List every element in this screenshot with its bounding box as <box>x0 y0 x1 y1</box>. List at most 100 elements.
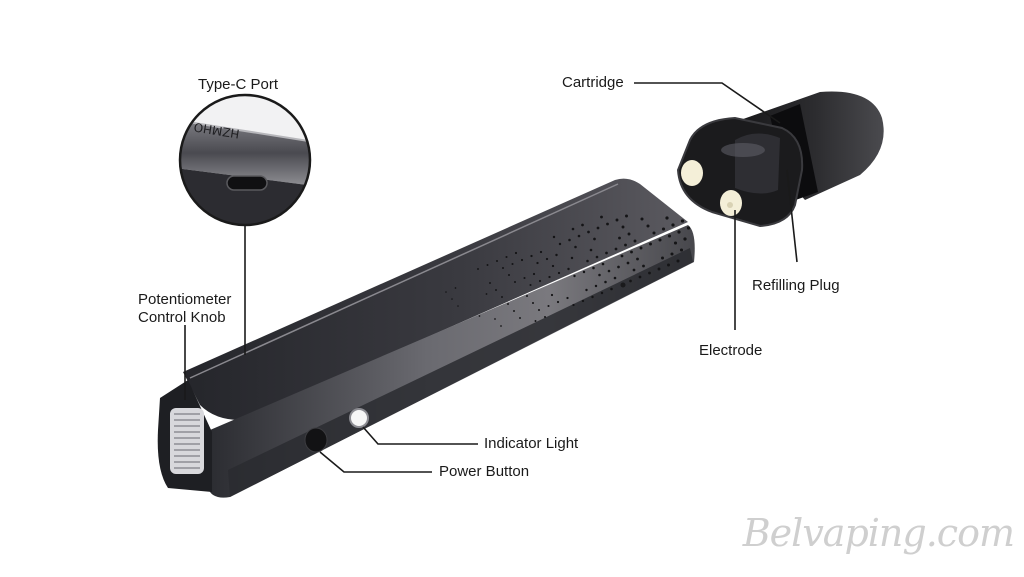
potentiometer-label: Potentiometer <box>138 291 258 309</box>
perforation-dot <box>515 252 517 254</box>
perforation-dot <box>581 224 584 227</box>
perforation-dot <box>586 260 589 263</box>
perforation-dot <box>547 305 549 307</box>
perforation-dot <box>670 252 673 255</box>
perforation-dot <box>445 291 447 293</box>
perforation-dot <box>583 271 585 273</box>
perforation-dot <box>687 226 690 229</box>
perforation-dot <box>559 243 561 245</box>
perforation-dot <box>639 276 642 279</box>
electrode-label: Electrode <box>699 342 762 360</box>
leader-indicator-light <box>363 427 478 444</box>
perforation-dot <box>507 303 509 305</box>
perforation-dot <box>658 238 661 241</box>
refilling-plug-label: Refilling Plug <box>752 277 840 295</box>
perforation-dot <box>667 264 670 267</box>
perforation-dot <box>602 263 605 266</box>
perforation-dot <box>614 277 617 280</box>
perforation-dot <box>640 247 643 250</box>
perforation-dot <box>514 281 516 283</box>
control-knob-label: Control Knob <box>138 309 258 327</box>
perforation-dot <box>628 233 631 236</box>
perforation-dot <box>605 252 608 255</box>
perforation-dot <box>568 239 571 242</box>
perforation-dot <box>591 296 593 298</box>
perforation-dot <box>671 223 674 226</box>
perforation-dot <box>662 227 665 230</box>
perforation-dot <box>546 258 548 260</box>
perforation-dot <box>535 320 537 322</box>
perforation-dot <box>477 268 479 270</box>
perforation-dot <box>571 257 573 259</box>
indicator-light-label: Indicator Light <box>484 435 578 453</box>
perforation-dot <box>582 300 584 302</box>
perforation-dot <box>553 236 555 238</box>
perforation-dot <box>574 246 577 249</box>
perforation-dot <box>578 235 581 238</box>
perforation-dot <box>501 296 503 298</box>
watermark: Belvaping.com <box>743 511 1014 555</box>
perforation-dot <box>649 243 652 246</box>
perforation-dot <box>680 248 683 251</box>
leader-power-button <box>320 452 432 472</box>
cartridge <box>678 92 884 226</box>
perforation-dot <box>665 216 668 219</box>
perforation-dot <box>615 248 618 251</box>
perforation-dot <box>455 287 457 289</box>
perforation-dot <box>625 215 628 218</box>
perforation-dot <box>677 230 680 233</box>
potentiometer-control-knob-label: Potentiometer Control Knob <box>138 291 258 327</box>
perforation-dot <box>532 302 534 304</box>
perforation-dot <box>558 272 560 274</box>
perforation-dot <box>495 289 497 291</box>
perforation-dot <box>540 251 542 253</box>
perforation-dot <box>555 254 557 256</box>
perforation-dot <box>622 226 625 229</box>
perforation-dot <box>521 259 523 261</box>
perforation-dot <box>652 231 655 234</box>
perforation-dot <box>592 267 595 270</box>
perforation-dot <box>557 301 559 303</box>
perforation-dot <box>573 275 575 277</box>
perforation-dot <box>604 281 607 284</box>
perforation-dot <box>590 249 593 252</box>
electrode-top <box>681 160 703 186</box>
perforation-dot <box>552 265 554 267</box>
perforation-dot <box>593 238 596 241</box>
perforation-dot <box>648 272 651 275</box>
indicator-light <box>350 409 368 427</box>
perforation-dot <box>587 231 590 234</box>
perforation-dot <box>616 219 619 222</box>
perforation-dot <box>508 274 510 276</box>
perforation-dot <box>642 265 645 268</box>
perforation-dot <box>487 264 489 266</box>
perforation-dot <box>539 280 541 282</box>
perforation-dot <box>595 285 597 287</box>
power-button[interactable] <box>305 428 327 452</box>
perforation-dot <box>500 325 502 327</box>
potentiometer-knob <box>170 408 204 474</box>
perforation-dot <box>676 259 679 262</box>
perforation-dot <box>601 292 603 294</box>
perforation-dot <box>526 295 528 297</box>
perforation-dot <box>606 223 609 226</box>
perforation-dot <box>597 227 600 230</box>
cartridge-label: Cartridge <box>562 74 624 92</box>
perforation-dot <box>519 317 521 319</box>
perforation-dot <box>502 267 504 269</box>
perforation-dot <box>596 256 599 259</box>
perforation-dot <box>566 297 568 299</box>
perforation-dot <box>608 270 611 273</box>
perforation-dot <box>640 217 643 220</box>
perforation-dot <box>544 316 546 318</box>
perforation-dot <box>646 224 649 227</box>
perforation-dot <box>572 228 575 231</box>
perforation-dot <box>617 266 620 269</box>
perforation-dot <box>585 289 587 291</box>
side-hole <box>621 283 626 288</box>
perforation-dot <box>572 304 574 306</box>
perforation-dot <box>624 244 627 247</box>
perforation-dot <box>505 256 507 258</box>
perforation-dot <box>536 262 538 264</box>
